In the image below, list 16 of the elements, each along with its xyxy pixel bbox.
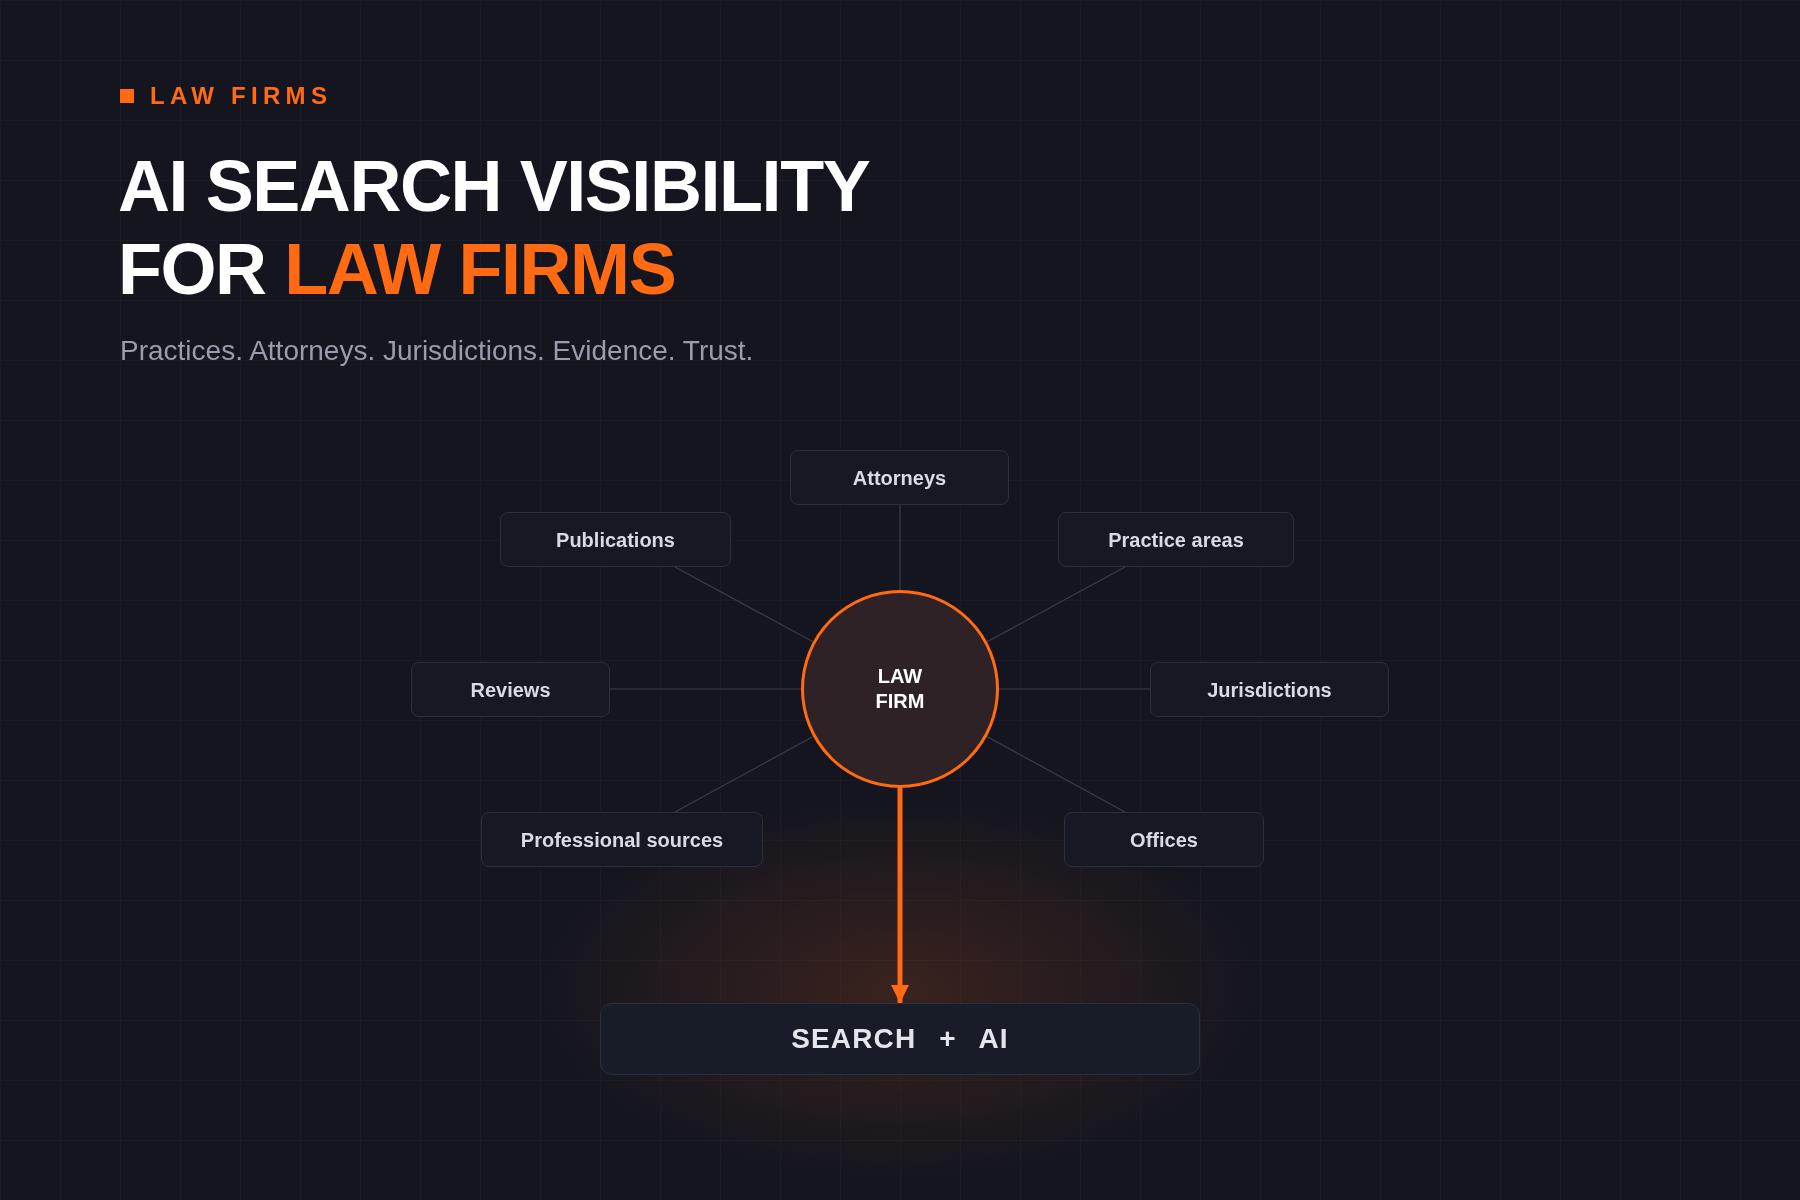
connector-line (674, 735, 814, 813)
topic-box: Jurisdictions (1150, 662, 1389, 717)
subtitle: Practices. Attorneys. Jurisdictions. Evidence. Trust. (120, 334, 754, 368)
category-label: LAW FIRMS (150, 81, 333, 111)
output-box: SEARCH + AI (600, 1003, 1200, 1075)
arrow (891, 788, 909, 1003)
topic-box: Publications (500, 512, 731, 567)
topic-box: Reviews (411, 662, 610, 717)
topic-box: Offices (1064, 812, 1264, 867)
connector-line (986, 735, 1126, 813)
topic-box: Practice areas (1058, 512, 1294, 567)
connector-line (986, 566, 1126, 643)
connector-line (674, 566, 814, 643)
topic-box: Professional sources (481, 812, 763, 867)
title: AI SEARCH VISIBILITY FOR LAW FIRMS (118, 145, 870, 311)
topic-box: Attorneys (790, 450, 1009, 505)
